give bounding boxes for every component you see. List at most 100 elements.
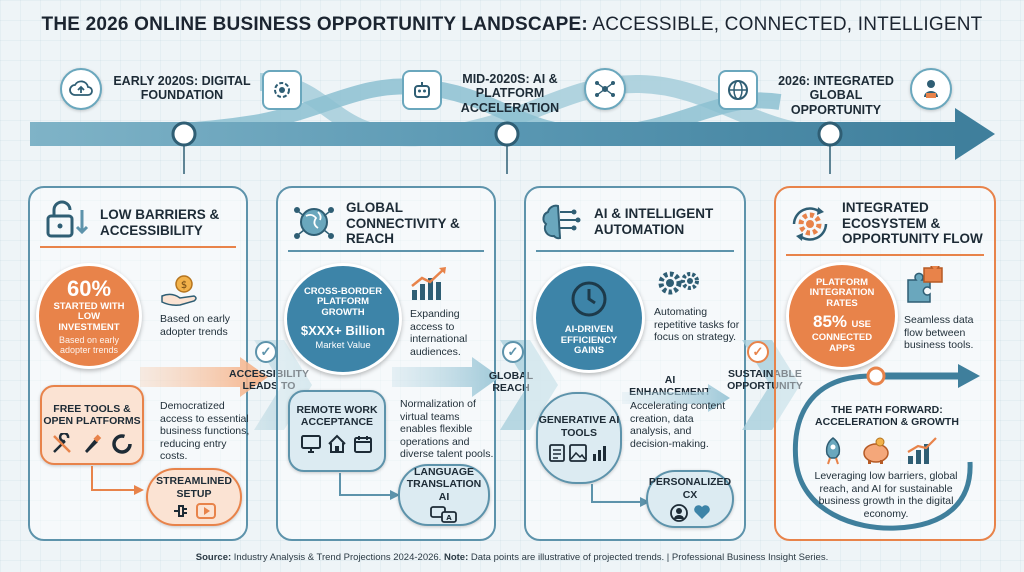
remote-label: REMOTE WORK ACCEPTANCE xyxy=(296,404,378,429)
translate-chat-icon: A xyxy=(430,505,457,523)
timeline-node-1 xyxy=(171,121,197,147)
timeline-node-3 xyxy=(817,121,843,147)
stat-note: Based on early adopter trends xyxy=(58,335,120,356)
language-ai-pill: LANGUAGE TRANSLATION AI A xyxy=(398,464,490,526)
puzzle-pieces-icon xyxy=(904,260,944,311)
path-forward-loop xyxy=(792,364,980,531)
loop-node xyxy=(866,366,886,386)
calendar-icon xyxy=(354,436,372,454)
arrow-global-reach xyxy=(392,357,500,397)
checkmark-icon-3: ✓ xyxy=(747,341,769,363)
note-label: Note: xyxy=(443,552,469,563)
panel2-divider xyxy=(288,250,484,252)
path-title: THE PATH FORWARD: ACCELERATION & GROWTH xyxy=(815,404,959,429)
panel4-divider xyxy=(786,254,984,256)
home-icon xyxy=(328,434,346,454)
source-footer: Source: Industry Analysis & Trend Projec… xyxy=(0,552,1024,563)
svg-text:$: $ xyxy=(181,280,187,291)
tools-wrench-icon xyxy=(53,433,71,454)
stat4-unit: USE xyxy=(851,319,872,331)
growth-chart-icon xyxy=(410,266,448,307)
user-icon xyxy=(669,503,688,522)
title-light: ACCESSIBLE, CONNECTED, INTELLIGENT xyxy=(592,14,983,35)
gen-note: Accelerating content creation, data anal… xyxy=(630,400,726,450)
generative-ai-box: GENERATIVE AI TOOLS xyxy=(536,392,622,484)
stat4-label: PLATFORM INTEGRATION RATES xyxy=(809,276,875,309)
document-icon xyxy=(549,443,565,462)
open-source-icon xyxy=(112,434,132,454)
gear-network-icon xyxy=(262,70,302,110)
timeline-node-2 xyxy=(494,121,520,147)
rocket-icon xyxy=(825,437,841,465)
robot-icon xyxy=(402,70,442,110)
bar-chart-icon xyxy=(593,445,606,461)
panel1-title: LOW BARRIERS & ACCESSIBILITY xyxy=(100,207,220,238)
flow-arrow-cx xyxy=(591,484,650,507)
personalized-cx-pill: PERSONALIZED CX xyxy=(646,470,734,528)
image-icon xyxy=(569,443,587,462)
checkmark-icon-2: ✓ xyxy=(502,341,524,363)
stat-circle-integration: PLATFORM INTEGRATION RATES 85% USE CONNE… xyxy=(786,262,898,370)
series-text: | Professional Business Insight Series. xyxy=(666,552,829,563)
checkmark-icon-1: ✓ xyxy=(255,341,277,363)
free-tools-label: FREE TOOLS & OPEN PLATFORMS xyxy=(43,403,141,428)
svg-text:A: A xyxy=(446,514,452,522)
stat2-sub: Market Value xyxy=(315,340,371,352)
clock-icon xyxy=(571,281,607,317)
stat-circle-low-investment: 60% STARTED WITH LOW INVESTMENT Based on… xyxy=(36,263,142,369)
timeline-stage-1: EARLY 2020s: DIGITAL FOUNDATION xyxy=(113,74,251,103)
unlocked-padlock-icon xyxy=(44,200,92,245)
remote-note: Normalization of virtual teams enables f… xyxy=(400,398,494,461)
panel4-title: INTEGRATED ECOSYSTEM & OPPORTUNITY FLOW xyxy=(842,200,983,247)
panel-integrated-ecosystem xyxy=(774,186,996,541)
page-title: THE 2026 ONLINE BUSINESS OPPORTUNITY LAN… xyxy=(0,14,1024,36)
free-tools-box: FREE TOOLS & OPEN PLATFORMS xyxy=(40,385,144,465)
stat4-note: Seamless data flow between business tool… xyxy=(904,314,974,352)
cloud-upload-icon xyxy=(60,68,102,110)
lang-label: LANGUAGE TRANSLATION AI xyxy=(406,466,482,503)
hand-coin-icon: $ xyxy=(160,274,200,311)
panel2-title: GLOBAL CONNECTIVITY & REACH xyxy=(346,200,460,247)
person-laptop-icon xyxy=(910,68,952,110)
source-text: Industry Analysis & Trend Projections 20… xyxy=(233,552,442,563)
globe-network-icon xyxy=(292,200,336,249)
stat3-label: AI-DRIVEN EFFICIENCY GAINS xyxy=(560,324,618,357)
stat3-note: Automating repetitive tasks for focus on… xyxy=(654,306,740,344)
brush-icon xyxy=(85,434,102,454)
stat-value: 60% xyxy=(66,275,112,301)
stat4-value: 85% xyxy=(812,312,848,332)
ribbon-wave-back xyxy=(259,73,851,147)
video-play-icon xyxy=(196,502,216,519)
gen-label: GENERATIVE AI TOOLS xyxy=(538,414,620,439)
remote-work-box: REMOTE WORK ACCEPTANCE xyxy=(288,390,386,472)
panel3-title: AI & INTELLIGENT AUTOMATION xyxy=(594,206,714,237)
arrow-label-1: ACCESSIBILITY LEADS TO xyxy=(229,368,309,393)
globe-icon xyxy=(718,70,758,110)
path-icons-row xyxy=(818,436,938,466)
gears-icon xyxy=(656,268,702,303)
note-text: Data points are illustrative of projecte… xyxy=(470,552,665,563)
stat-circle-cross-border: CROSS-BORDER PLATFORM GROWTH $XXX+ Billi… xyxy=(284,263,402,375)
setup-label: STREAMLINED SETUP xyxy=(156,475,232,500)
arrow-label-2: GLOBAL REACH xyxy=(488,370,534,395)
arrow-label-3: SUSTAINABLE OPPORTUNITY xyxy=(727,368,803,393)
free-tools-note: Democratized access to essential busines… xyxy=(160,400,250,463)
monitor-icon xyxy=(301,435,321,454)
piggy-bank-icon xyxy=(863,437,889,464)
path-note: Leveraging low barriers, global reach, a… xyxy=(814,470,958,520)
ribbon-arrowhead xyxy=(955,108,995,160)
panel3-divider xyxy=(536,250,734,252)
stat2-note: Expanding access to international audien… xyxy=(410,308,468,358)
stat-circle-ai-efficiency: AI-DRIVEN EFFICIENCY GAINS xyxy=(533,263,645,373)
growth-bars-icon xyxy=(907,437,937,464)
flow-arrow-setup xyxy=(91,466,144,495)
network-nodes-icon xyxy=(584,68,626,110)
title-bold: THE 2026 ONLINE BUSINESS OPPORTUNITY LAN… xyxy=(41,14,588,35)
panel1-divider xyxy=(40,246,236,248)
gear-cycle-icon xyxy=(788,202,832,251)
source-label: Source: xyxy=(195,552,232,563)
plug-icon xyxy=(174,504,187,517)
stat-label: STARTED WITH LOW INVESTMENT xyxy=(53,300,125,333)
arrow-accessibility xyxy=(140,357,268,397)
arrow-ai-enhancement xyxy=(622,384,730,412)
